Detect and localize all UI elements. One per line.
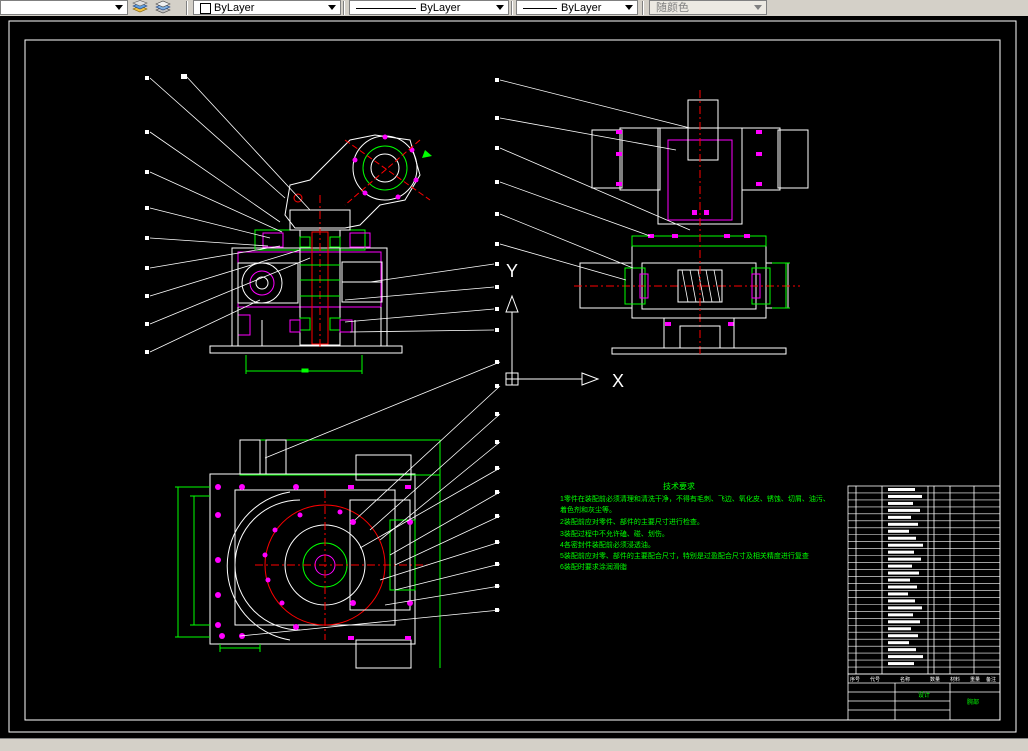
parts-list-cell-text [888,494,922,498]
chevron-down-icon[interactable] [328,5,336,10]
parts-list-cell-text [888,641,909,645]
chevron-down-icon[interactable] [115,5,123,10]
parts-list-cell-text [888,529,909,533]
properties-toolbar: ByLayer ByLayer ByLayer 随颜色 [0,0,1028,17]
drawing-canvas[interactable]: Y X [0,16,1028,738]
parts-header-material: 材料 [950,676,960,683]
ucs-y-label: Y [506,261,518,281]
title-block [847,673,1001,721]
lineweight-combo-value: ByLayer [561,2,602,14]
parts-list-cell-text [888,655,923,659]
tech-note-line: 4各密封件装配前必须浸透油。 [560,540,655,549]
parts-list-cell-text [888,634,918,638]
linetype-combo[interactable]: ByLayer [349,0,509,15]
tech-note-line: 3装配过程中不允许磕、碰、划伤。 [560,529,669,538]
tech-note-line: 2装配前应对零件、部件的主要尺寸进行检查。 [560,517,704,526]
tech-notes: 技术要求 1零件在装配前必须清理和清洗干净，不得有毛刺、飞边、氧化皮、锈蚀、切屑… [560,481,830,571]
parts-list-cell-text [888,488,915,491]
parts-list-cell-text [888,592,908,596]
parts-list-cell-text [888,585,917,589]
parts-list-cell-text [888,578,910,582]
parts-list-cell-text [888,620,920,624]
cad-drawing: Y X [8,20,1017,733]
title-block-drawing-name: 腕部 [967,698,979,706]
plan-view [175,361,501,669]
toolbar-separator [511,1,513,15]
toolbar-separator [343,1,345,15]
tech-note-line: 着色剂和灰尘等。 [560,505,616,514]
parts-list-cell-text [888,508,920,512]
parts-list-cell-text [888,613,913,617]
parts-header-remark: 备注 [986,676,996,683]
chevron-down-icon[interactable] [496,5,504,10]
color-swatch [200,3,211,14]
parts-list-cell-text [888,550,914,554]
parts-list-cell-text [888,515,911,519]
parts-header-no: 序号 [850,676,860,683]
parts-list-cell-text [888,571,919,575]
plotstyle-combo-value: 随颜色 [656,2,689,14]
tech-note-line: 1零件在装配前必须清理和清洗干净，不得有毛刺、飞边、氧化皮、锈蚀、切屑、油污、 [560,494,830,503]
parts-list-cell-text [888,627,911,631]
parts-list-cell-text [888,599,915,603]
side-section-view [145,74,495,374]
parts-list-rows [848,488,1000,668]
parts-list-cell-text [888,564,912,568]
title-block-company: 设计 [918,691,930,699]
chevron-down-icon[interactable] [754,5,762,10]
inner-frame [24,39,1001,721]
layers-icon[interactable] [131,0,149,15]
parts-list-cell-text [888,606,922,610]
parts-list-cell-text [888,536,916,540]
color-combo[interactable]: ByLayer [193,0,341,15]
outer-frame [8,20,1017,733]
toolbar-separator [186,1,188,15]
ucs-icon [505,294,600,386]
status-bar [0,738,1028,751]
lineweight-combo[interactable]: ByLayer [516,0,638,15]
parts-header-name: 名称 [900,676,910,683]
front-section-view [495,78,809,612]
parts-list-cell-text [888,557,921,561]
parts-list-cell-text [888,648,916,652]
toolbar-separator [642,1,644,15]
parts-list-cell-text [888,501,913,505]
parts-header-code: 代号 [870,676,880,683]
parts-list [847,485,1001,675]
parts-list-cell-text [888,522,918,526]
tech-note-line: 5装配前应对零、部件的主要配合尺寸，特别是过盈配合尺寸及相关精度进行复查 [560,551,809,560]
parts-list-cell-text [888,662,914,666]
chevron-down-icon[interactable] [625,5,633,10]
parts-list-cell-text [888,543,923,547]
linetype-combo-value: ByLayer [420,2,461,14]
parts-header-qty: 数量 [930,676,940,683]
tech-note-line: 6装配时要求涂润滑脂 [560,562,627,571]
linetype-sample [356,8,416,9]
parts-header-weight: 重量 [970,676,980,683]
layer-dropdown[interactable] [0,0,128,15]
lineweight-sample [523,8,557,9]
tech-notes-title: 技术要求 [663,481,695,491]
color-combo-value: ByLayer [214,2,255,14]
layer-previous-icon[interactable] [153,0,173,15]
plotstyle-combo[interactable]: 随颜色 [649,0,767,15]
ucs-x-label: X [612,371,624,391]
